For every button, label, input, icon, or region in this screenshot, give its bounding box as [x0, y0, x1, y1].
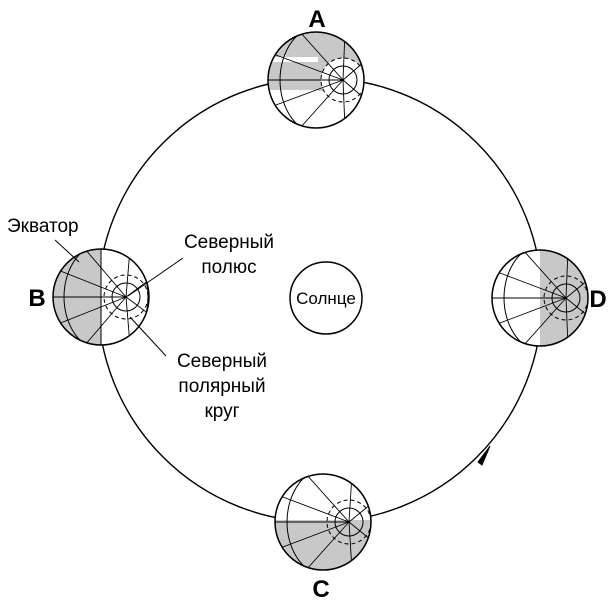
- position-label-b: B: [28, 285, 45, 312]
- arctic-circle-label-line1: Северный: [177, 351, 267, 372]
- globe-d: [469, 236, 589, 360]
- equator-pointer: [55, 240, 79, 262]
- globe-c: [252, 460, 372, 584]
- globe-b: [30, 235, 150, 359]
- equator-label: Экватор: [7, 216, 79, 237]
- arctic-circle-label-line2: полярный: [178, 376, 265, 397]
- arctic-circle-label-line3: круг: [204, 401, 239, 422]
- north-pole-label-line1: Северный: [184, 232, 274, 253]
- north-pole-label-line2: полюс: [201, 257, 256, 278]
- position-label-d: D: [589, 286, 606, 313]
- globe-a: [245, 18, 365, 142]
- arctic-circle-pointer: [130, 317, 166, 356]
- position-label-a: A: [308, 6, 325, 33]
- sun-label: Солнце: [296, 289, 356, 308]
- position-label-c: C: [312, 576, 329, 600]
